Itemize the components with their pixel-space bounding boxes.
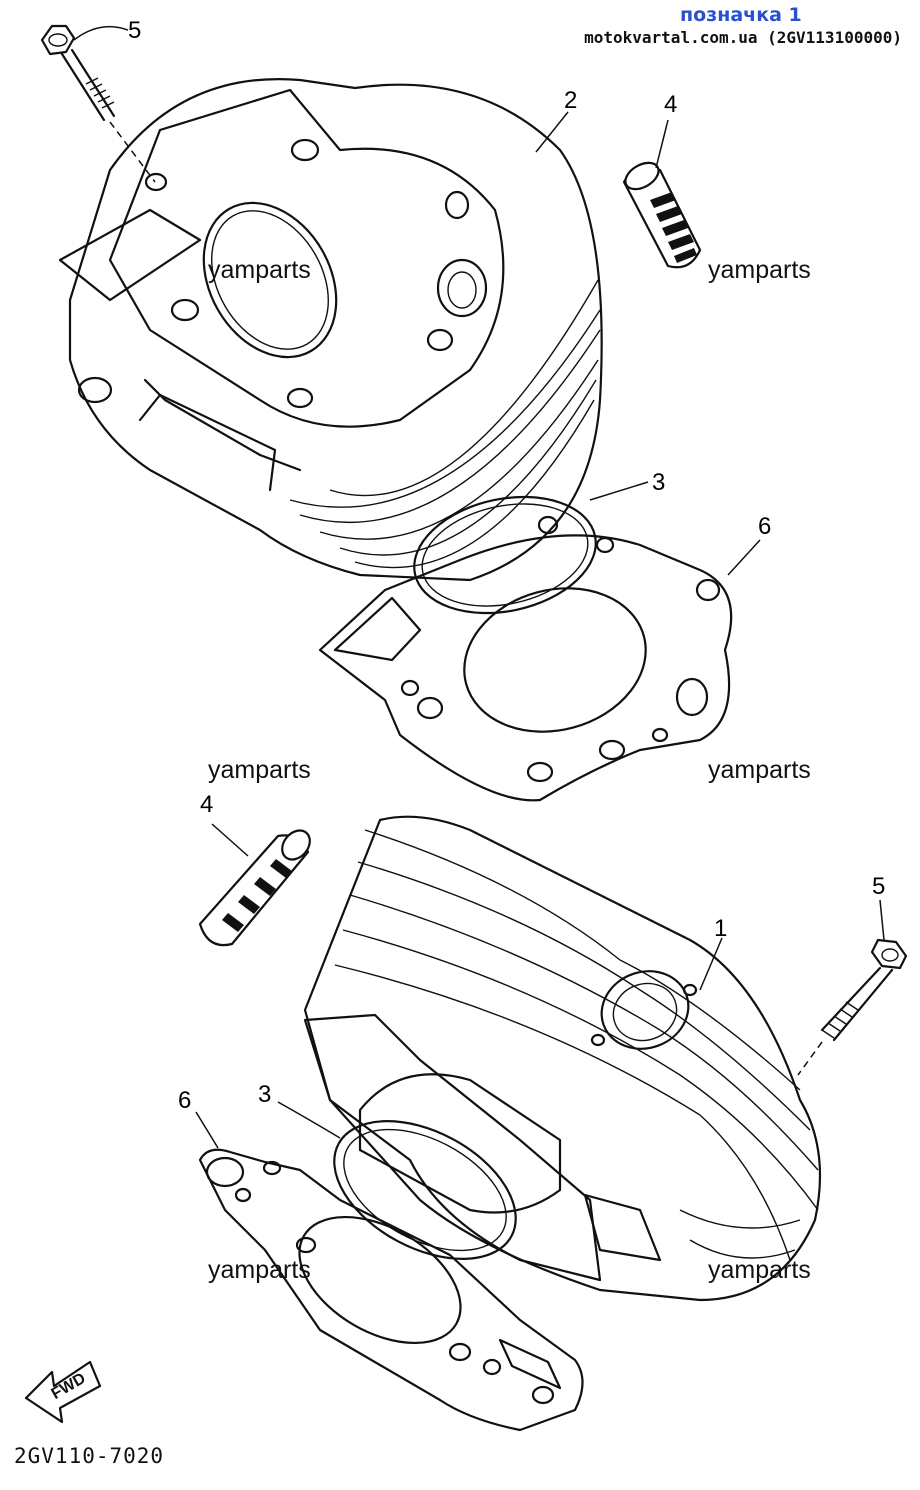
callout-6-bottom: 6 bbox=[178, 1087, 191, 1114]
watermark: yamparts bbox=[708, 756, 811, 784]
gasket-lower bbox=[198, 1148, 584, 1432]
callout-3-top: 3 bbox=[652, 469, 665, 496]
cylinder-front bbox=[303, 815, 822, 1302]
bolt-top-left bbox=[40, 24, 156, 183]
forward-arrow-icon bbox=[24, 1360, 102, 1424]
badge-label: позначка 1 bbox=[680, 4, 802, 26]
callout-5-bottom: 5 bbox=[872, 873, 885, 900]
cylinder-rear bbox=[58, 78, 603, 582]
watermark: yamparts bbox=[208, 756, 311, 784]
dowel-pin-top bbox=[622, 161, 702, 269]
callout-4-top: 4 bbox=[664, 91, 677, 118]
watermark: yamparts bbox=[208, 1256, 311, 1284]
callout-5-top: 5 bbox=[128, 17, 141, 44]
o-ring-lower bbox=[333, 1120, 517, 1260]
callout-6-top: 6 bbox=[758, 513, 771, 540]
callout-1: 1 bbox=[714, 915, 727, 942]
diagram-code: 2GV110-7020 bbox=[14, 1444, 165, 1468]
gasket-upper bbox=[318, 515, 733, 802]
watermark: yamparts bbox=[708, 1256, 811, 1284]
callout-3-bottom: 3 bbox=[258, 1081, 271, 1108]
fwd-label: FWD bbox=[49, 1370, 89, 1403]
bolt-bottom-right bbox=[797, 938, 908, 1076]
watermark: yamparts bbox=[708, 256, 811, 284]
dowel-pin-bottom bbox=[198, 829, 311, 947]
watermark: yamparts bbox=[208, 256, 311, 284]
callout-4-bottom: 4 bbox=[200, 791, 213, 818]
source-label: motokvartal.com.ua (2GV113100000) bbox=[584, 28, 902, 47]
callout-2: 2 bbox=[564, 87, 577, 114]
